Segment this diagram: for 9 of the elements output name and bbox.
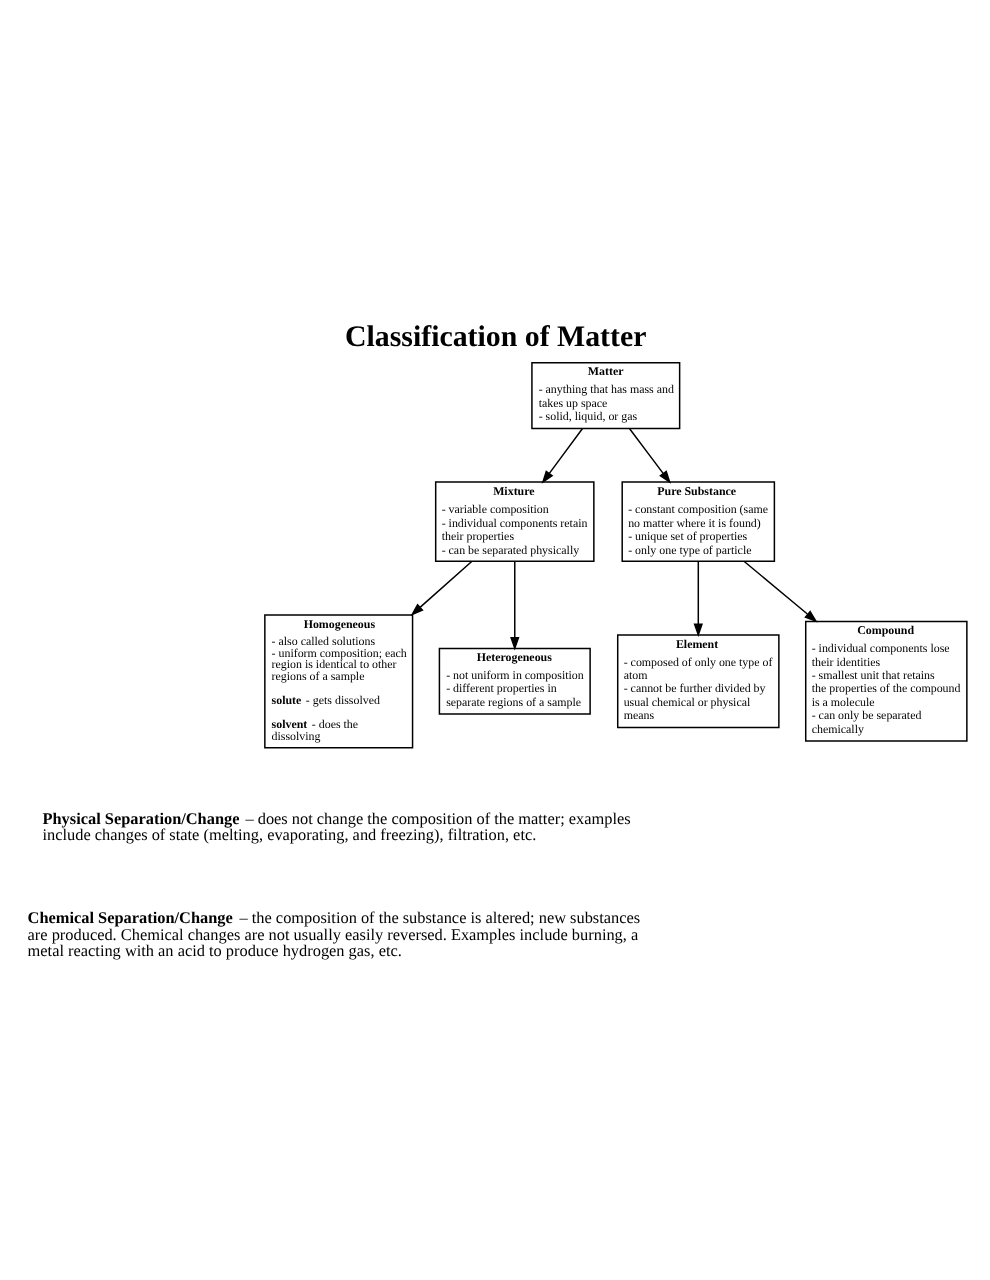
- diagram-title: Classification of Matter: [345, 321, 647, 354]
- arrow: [743, 559, 818, 622]
- arrow: [628, 427, 671, 483]
- arrow: [693, 559, 703, 636]
- arrow: [510, 559, 520, 650]
- arrow: [541, 427, 584, 483]
- arrow: [410, 559, 473, 615]
- label: Physical Separation/Change – does not change the composition of the matter; examples include changes of state (melting, evaporating, and freezing), filtration, etc.: [42, 808, 631, 843]
- label: Chemical Separation/Change – the composition of the substance is altered; new substances are produced. Chemical changes are not usually easily reversed. Examples include burning, a metal reacting with an acid to produce hydrogen gas, etc.: [27, 908, 641, 960]
